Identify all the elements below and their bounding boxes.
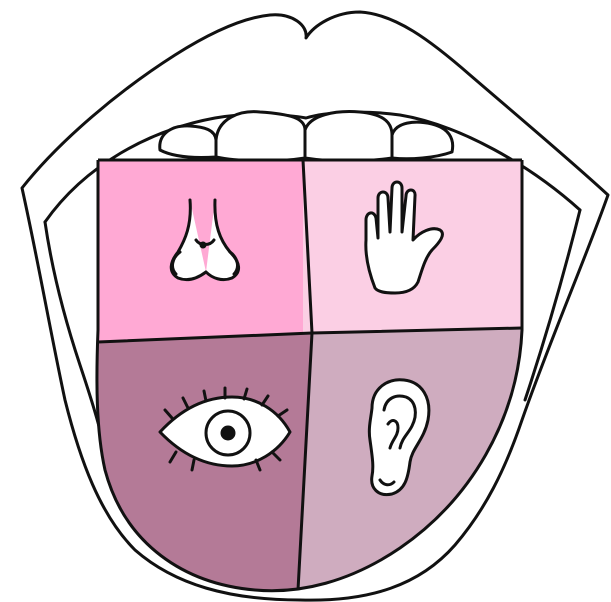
quadrant-bottom-left [90, 333, 312, 600]
